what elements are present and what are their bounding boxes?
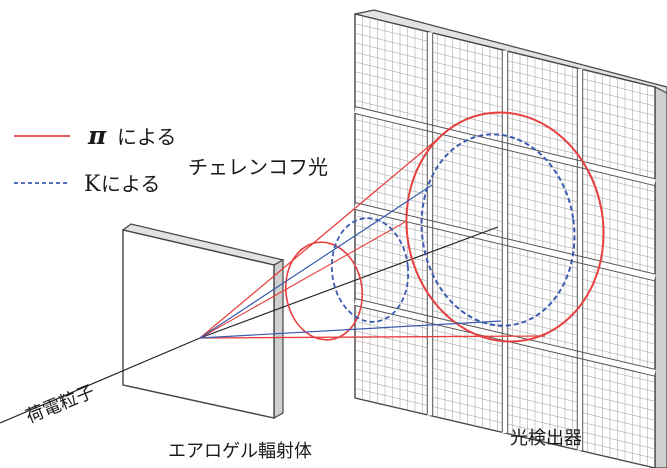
radiator-label: エアロゲル輻射体 [168, 441, 312, 462]
detector-right-face [654, 86, 667, 468]
photodetector [354, 9, 667, 468]
kaon-ring-detector [420, 133, 576, 327]
module-gap [354, 203, 656, 281]
track-through-cone [199, 226, 499, 339]
pion-cone-edge-lower [199, 335, 546, 339]
detector-pixel-grid [354, 15, 656, 467]
pion-ring-near [284, 241, 364, 341]
track-before-radiator [0, 337, 201, 424]
legend-kaon-symbol: K [84, 172, 101, 197]
pion-cone-edge-mid [199, 221, 406, 339]
module-border [354, 208, 656, 282]
pion-ring-detector [405, 111, 605, 343]
module-border [354, 106, 656, 180]
legend-suffix: チェレンコフ光 [188, 155, 328, 179]
pion-cone [199, 111, 605, 343]
legend-pion-text: による [117, 125, 176, 149]
kaon-cone [199, 133, 576, 339]
legend-pion-symbol: π [87, 121, 107, 150]
particle-track [0, 226, 499, 424]
module-border [354, 202, 656, 275]
module-gap [354, 299, 656, 376]
particle-label: 荷電粒子 [23, 381, 98, 427]
kaon-cone-edge-upper [199, 184, 433, 339]
module-border [354, 112, 656, 187]
legend-kaon-text: による [101, 172, 160, 196]
kaon-ring-near [330, 217, 410, 323]
aerogel-radiator [121, 223, 285, 420]
legend: π による K による チェレンコフ光 [14, 121, 328, 197]
radiator-front-face [122, 229, 275, 419]
pion-cone-edge-upper [199, 126, 453, 339]
module-border [354, 298, 656, 370]
detector-label: 光検出器 [510, 428, 582, 449]
kaon-cone-edge-lower [199, 320, 502, 339]
